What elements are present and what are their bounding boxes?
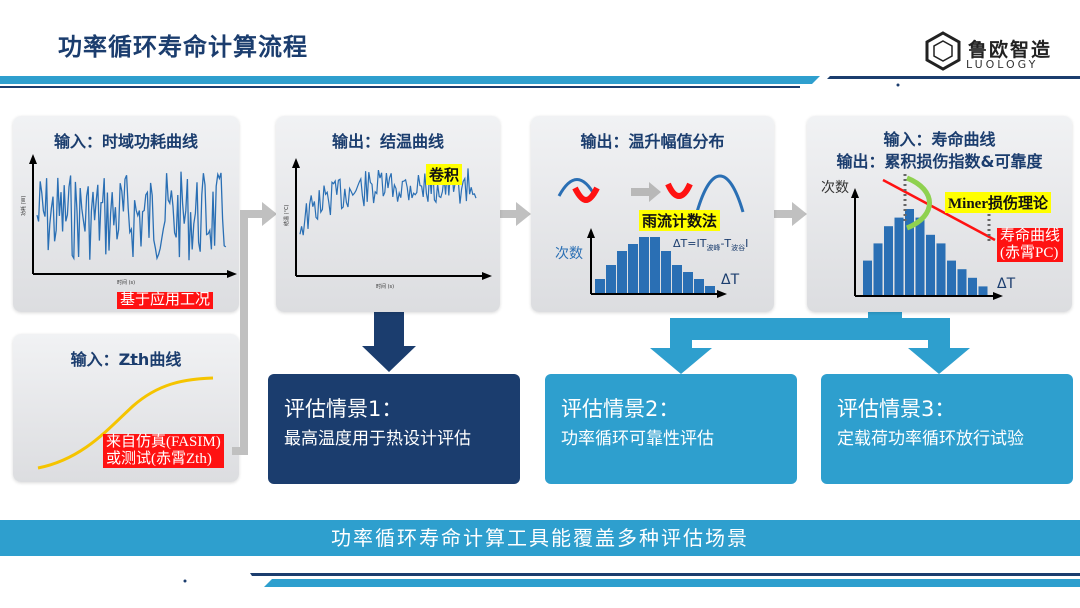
histogram-bar	[978, 286, 988, 295]
temp-x-label: 时间 (s)	[376, 283, 394, 290]
histogram-bar	[936, 243, 946, 295]
histogram-bar	[694, 279, 704, 293]
life-curve-line1: 寿命曲线	[1000, 228, 1061, 244]
histogram-bar	[894, 217, 904, 295]
application-condition-tag: 基于应用工况	[117, 292, 214, 309]
card-title: 输入：Zth曲线	[70, 350, 182, 369]
miner-theory-tag: Miner损伤理论	[945, 192, 1051, 213]
logo-icon	[925, 31, 961, 71]
header-divider	[0, 75, 1080, 89]
logo-text-en: LUOLOGY	[966, 58, 1039, 71]
card-title: 输出：温升幅值分布	[580, 132, 725, 151]
convolution-tag: 卷积	[426, 164, 463, 185]
scenario-2-desc: 功率循环可靠性评估	[561, 429, 714, 449]
scenario-3-box: 评估情景3： 定载荷功率循环放行试验	[821, 374, 1073, 484]
histogram-bar	[926, 234, 935, 295]
logo-text-cn: 鲁欧智造	[968, 39, 1053, 61]
zth-underline	[121, 364, 141, 365]
rainflow-chart: 次数 ΔT ΔT=IT波峰-T波谷I	[555, 174, 748, 298]
power-curve-chart: 功耗 (W) 时间 (s)	[20, 154, 237, 286]
delta-t-formula: ΔT=IT波峰-T波谷I	[673, 237, 748, 252]
histogram-bar	[968, 277, 977, 295]
histogram-bar	[947, 260, 956, 295]
input-power-curve-card: 输入：时域功耗曲线 功耗 (W) 时间 (s) 基于应用工况	[13, 116, 239, 312]
page-title: 功率循环寿命计算流程	[58, 33, 308, 61]
power-x-label: 时间 (s)	[117, 279, 135, 286]
count-axis-label: 次数	[555, 246, 583, 262]
scenario-3-title: 评估情景3：	[837, 397, 956, 421]
zth-source-tag: 来自仿真(FASIM) 或测试(赤霄Zth)	[103, 434, 224, 468]
histogram-bar	[628, 244, 638, 293]
output-junction-temp-card: 输出：结温曲线 结温 (°C) 时间 (s) 卷积	[276, 116, 500, 312]
histogram-bar	[705, 286, 715, 293]
footer-divider	[0, 572, 1080, 587]
scenario-1-desc: 最高温度用于热设计评估	[284, 429, 471, 449]
life-curve-line2: (赤霄PC)	[1000, 245, 1059, 261]
count-axis-label: 次数	[821, 180, 849, 196]
output-damage-reliability-card: 输入：寿命曲线 输出：累积损伤指数&可靠度 次数 ΔT Miner损伤理论 寿命…	[807, 116, 1072, 312]
scenario-2-title: 评估情景2：	[561, 397, 680, 421]
card-title: 输出：结温曲线	[331, 132, 444, 151]
delta-t-axis-label: ΔT	[721, 272, 740, 288]
life-curve-tag: 寿命曲线 (赤霄PC)	[997, 228, 1064, 262]
summary-text: 功率循环寿命计算工具能覆盖多种评估场景	[331, 526, 749, 550]
zth-source-line2: 或测试(赤霄Zth)	[106, 451, 212, 467]
zth-source-line1: 来自仿真(FASIM)	[106, 434, 221, 450]
histogram-bar	[873, 243, 883, 295]
card-title-line2: 输出：累积损伤指数&可靠度	[836, 152, 1043, 171]
junction-temp-chart: 结温 (°C) 时间 (s)	[283, 158, 492, 290]
histogram-bar	[672, 265, 682, 293]
output-delta-t-distribution-card: 输出：温升幅值分布 次数 ΔT ΔT=IT波峰-T波谷I 雨流计数法	[531, 116, 774, 312]
histogram-bar	[884, 226, 893, 295]
histogram-bar	[957, 269, 967, 295]
temp-y-label: 结温 (°C)	[283, 204, 290, 226]
delta-t-axis-label: ΔT	[997, 276, 1016, 292]
scenario-1-title: 评估情景1：	[284, 397, 403, 421]
card-title: 输入：时域功耗曲线	[53, 132, 198, 151]
scenario-3-desc: 定载荷功率循环放行试验	[837, 429, 1024, 449]
histogram-bar	[905, 209, 914, 295]
histogram-bar	[650, 237, 660, 293]
life-curve-chart: 次数 ΔT	[821, 174, 1016, 300]
zth-curve-chart	[37, 376, 214, 470]
histogram-bar	[606, 265, 616, 293]
histogram-bar	[915, 217, 925, 295]
input-zth-curve-card: 输入：Zth曲线 来自仿真(FASIM) 或测试(赤霄Zth)	[13, 334, 239, 482]
rainflow-counting-tag: 雨流计数法	[639, 210, 721, 231]
histogram-bar	[863, 260, 872, 295]
histogram-bar	[617, 251, 627, 293]
scenario-2-box: 评估情景2： 功率循环可靠性评估	[545, 374, 797, 484]
scenario-1-box: 评估情景1： 最高温度用于热设计评估	[268, 374, 520, 484]
power-y-label: 功耗 (W)	[20, 196, 27, 216]
histogram-bar	[639, 237, 649, 293]
summary-banner: 功率循环寿命计算工具能覆盖多种评估场景	[0, 520, 1080, 556]
histogram-bar	[661, 251, 671, 293]
histogram-bar	[683, 272, 693, 293]
card-title-line1: 输入：寿命曲线	[883, 130, 996, 149]
histogram-bar	[595, 279, 605, 293]
